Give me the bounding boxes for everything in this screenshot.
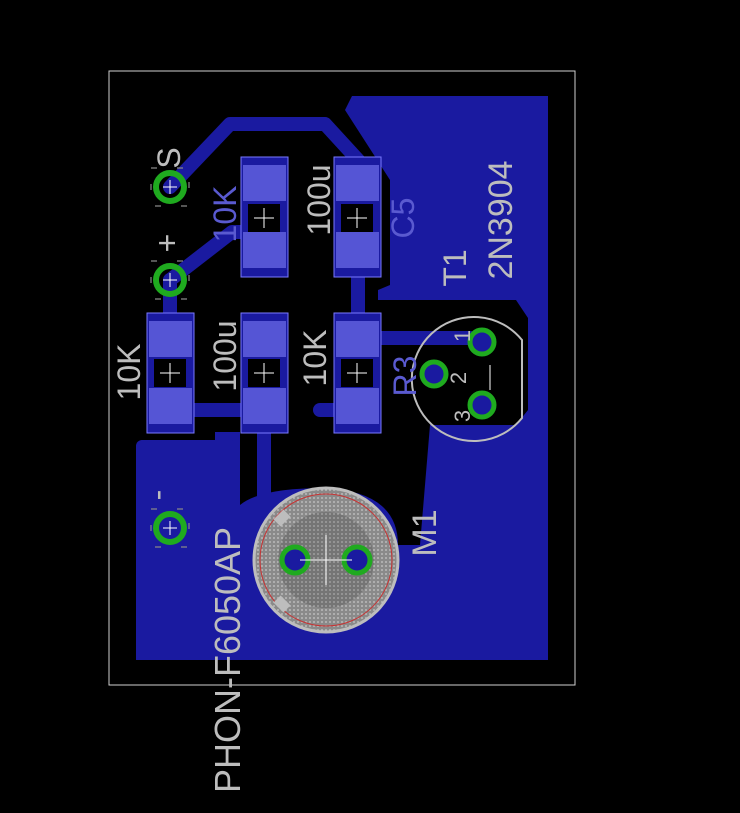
label-r-top: 10K [207,186,243,243]
smd-c-top [333,156,382,278]
label-c5: C5 [385,198,421,239]
label-c-top: 100u [301,164,337,235]
label-t1-part: 2N3904 [482,160,520,279]
label-pin3: 3 [450,410,475,422]
pad-minus [150,508,190,548]
trace-s-to-c5 [163,117,365,194]
label-r-mid: 10K [297,330,333,387]
label-mic-part: PHON-F6050AP [207,527,248,793]
smd-r-top [240,156,289,278]
transistor-t1 [410,316,523,442]
label-t1: T1 [437,249,473,286]
label-pin2: 2 [446,372,471,384]
pad-s [150,167,190,207]
smd-r3 [333,312,382,434]
label-s: S [151,147,187,168]
label-r-left: 10K [111,344,147,401]
label-pin1: 1 [450,330,475,342]
smd-c-mid [240,312,289,434]
label-plus: + [149,234,185,253]
label-r3: R3 [387,356,423,397]
board-outline [108,70,576,686]
copper-pour [136,96,548,660]
label-m1: M1 [406,509,444,556]
ground-pour-left-tab [136,440,236,660]
label-c-mid: 100u [207,320,243,391]
ground-pour-right [136,96,548,660]
pad-plus [150,260,190,300]
label-minus: - [139,490,175,501]
smd-r-left [146,312,195,434]
microphone-m1 [252,486,400,634]
